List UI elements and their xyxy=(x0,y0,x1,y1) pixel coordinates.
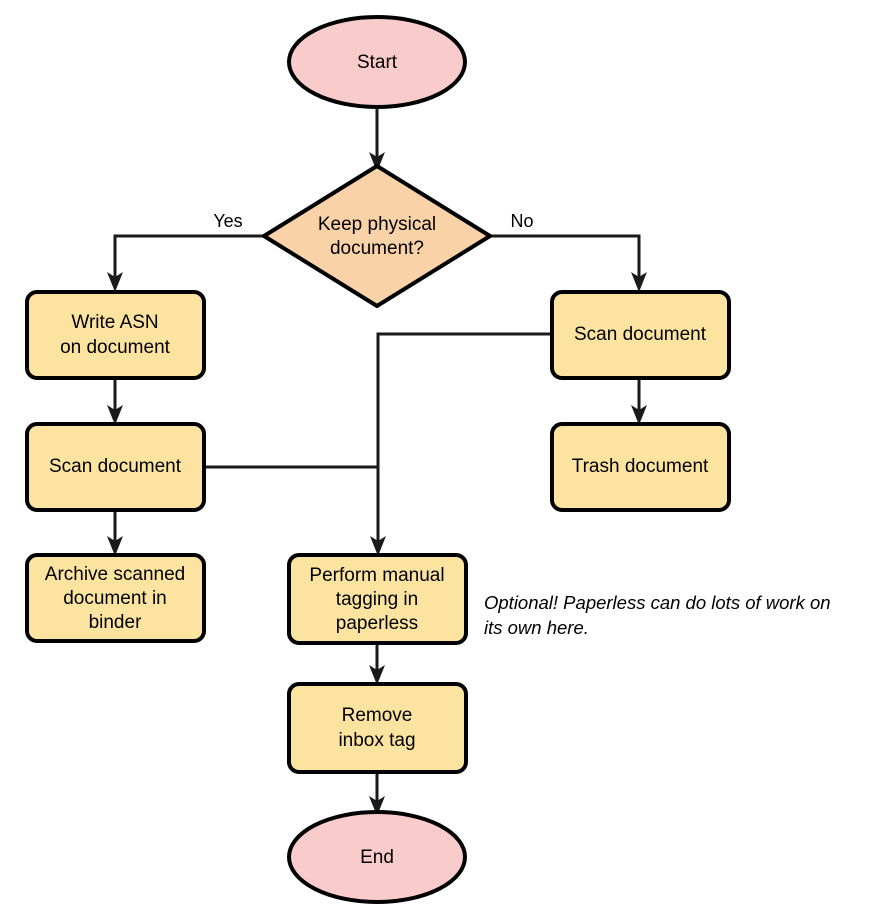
node-end[interactable]: End xyxy=(287,810,467,904)
arrowhead-scan-right xyxy=(631,272,647,292)
arrowhead-tagging xyxy=(370,536,386,556)
arrowhead-decision-top xyxy=(369,152,385,172)
edge-line-no xyxy=(490,234,641,278)
note-line-2: its own here. xyxy=(484,617,589,638)
edge-merge-to-tagging-head xyxy=(370,536,386,556)
tagging-label-line1: Perform manual xyxy=(309,565,444,586)
remove-inbox-label-line2: inbox tag xyxy=(338,730,415,751)
note-line-1: Optional! Paperless can do lots of work … xyxy=(484,592,831,613)
scan-document-right-label: Scan document xyxy=(574,324,707,345)
arrowhead-write-asn xyxy=(107,272,123,292)
archive-box[interactable] xyxy=(25,553,206,643)
write-asn-box[interactable] xyxy=(25,290,206,380)
remove-inbox-label-line1: Remove xyxy=(342,705,413,726)
node-trash-document[interactable]: Trash document xyxy=(550,422,731,512)
trash-document-box[interactable] xyxy=(550,422,731,512)
node-remove-inbox-tag[interactable]: Remove inbox tag xyxy=(287,682,468,774)
edge-line-scanright-merge xyxy=(376,332,552,545)
node-scan-document-left[interactable]: Scan document xyxy=(25,422,206,512)
arrowhead-scan-left xyxy=(107,405,123,425)
start-ellipse[interactable] xyxy=(287,15,467,109)
annotation-optional-note: Optional! Paperless can do lots of work … xyxy=(484,592,831,638)
edge-scan-left-to-archive xyxy=(107,510,123,556)
decision-diamond[interactable] xyxy=(262,164,492,308)
node-start[interactable]: Start xyxy=(287,15,467,109)
edge-decision-yes xyxy=(107,234,264,292)
edge-decision-no xyxy=(490,234,647,292)
decision-label-line2: document? xyxy=(330,238,424,259)
remove-inbox-box[interactable] xyxy=(287,682,468,774)
edge-scan-right-to-tagging xyxy=(376,332,552,545)
scan-document-left-label: Scan document xyxy=(49,456,182,477)
arrowhead-end xyxy=(369,796,385,816)
edge-scan-right-to-trash xyxy=(631,378,647,425)
arrowhead-archive xyxy=(107,536,123,556)
edge-label-yes: Yes xyxy=(213,211,242,231)
write-asn-label-line2: on document xyxy=(60,337,171,358)
scan-document-right-box[interactable] xyxy=(550,290,731,380)
end-ellipse[interactable] xyxy=(287,810,467,904)
arrowhead-remove-inbox xyxy=(369,665,385,685)
write-asn-label-line1: Write ASN xyxy=(71,312,158,333)
node-archive-scanned-document[interactable]: Archive scanned document in binder xyxy=(25,553,206,643)
edge-line-yes xyxy=(113,234,264,278)
start-label: Start xyxy=(357,52,398,73)
tagging-box[interactable] xyxy=(287,553,468,645)
node-scan-document-right[interactable]: Scan document xyxy=(550,290,731,380)
edge-remove-inbox-to-end xyxy=(369,772,385,816)
arrowhead-trash xyxy=(631,405,647,425)
archive-label-line3: binder xyxy=(89,612,142,633)
tagging-label-line2: tagging in xyxy=(336,589,418,610)
tagging-label-line3: paperless xyxy=(336,613,418,634)
end-label: End xyxy=(360,847,394,868)
trash-document-label: Trash document xyxy=(572,456,709,477)
edge-start-to-decision xyxy=(369,107,385,172)
edge-write-asn-to-scan-left xyxy=(107,378,123,425)
archive-label-line2: document in xyxy=(63,588,167,609)
edge-tagging-to-remove-inbox xyxy=(369,643,385,685)
edge-label-no: No xyxy=(510,211,533,231)
node-decision-keep-physical-document[interactable]: Keep physical document? xyxy=(262,164,492,308)
decision-label-line1: Keep physical xyxy=(318,214,436,235)
archive-label-line1: Archive scanned xyxy=(45,564,185,585)
node-write-asn-on-document[interactable]: Write ASN on document xyxy=(25,290,206,380)
node-perform-manual-tagging[interactable]: Perform manual tagging in paperless xyxy=(287,553,468,645)
scan-document-left-box[interactable] xyxy=(25,422,206,512)
